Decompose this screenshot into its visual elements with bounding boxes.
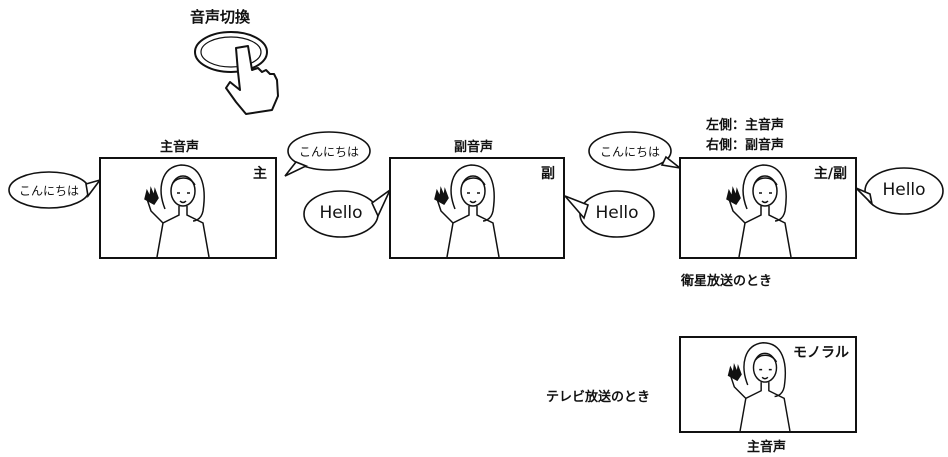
speech-bubble-hello-1 <box>303 187 393 238</box>
speech-bubble-right-1 <box>284 131 371 177</box>
bubble-hello-3: Hello <box>882 180 926 200</box>
tv-sub-audio: 副 <box>389 157 565 259</box>
speech-bubble-left-3 <box>588 131 681 171</box>
person-waving-icon <box>434 164 500 257</box>
speech-bubble-left-1 <box>8 171 103 209</box>
bubble-text-right-1: こんにちは <box>298 145 359 159</box>
person-waving-icon <box>144 164 210 257</box>
tv-mono-audio: モノラル <box>679 336 857 433</box>
tv-sub-tag: 副 <box>541 166 555 182</box>
tv-sub-title: 副音声 <box>454 140 494 155</box>
bubble-text-left-3: こんにちは <box>599 145 660 159</box>
tv-both-caption-right: 右側：副音声 <box>706 138 785 153</box>
tv-main-audio: 主 <box>99 157 277 259</box>
audio-switch-button-drawing <box>194 31 268 73</box>
caption-terrestrial: テレビ放送のとき <box>546 390 651 405</box>
audio-switch-label: 音声切換 <box>190 8 251 26</box>
speech-bubble-hello-3 <box>855 167 944 215</box>
pointing-hand-icon <box>225 45 279 115</box>
tv-both-tag: 主/副 <box>813 166 847 182</box>
speech-bubble-hello-2 <box>564 190 655 238</box>
bubble-text-left-1: こんにちは <box>18 184 79 198</box>
caption-satellite: 衛星放送のとき <box>681 274 773 289</box>
tv-main-title: 主音声 <box>160 140 200 155</box>
tv-mono-title: 主音声 <box>747 440 787 455</box>
bubble-hello-1: Hello <box>319 203 363 223</box>
person-waving-icon <box>727 342 791 431</box>
tv-both-caption-left: 左側：主音声 <box>706 118 785 133</box>
tv-mono-tag: モノラル <box>793 345 849 361</box>
bubble-hello-2: Hello <box>595 203 639 223</box>
tv-main-sub-audio: 主/副 <box>679 157 857 259</box>
person-waving-icon <box>726 164 792 257</box>
tv-main-tag: 主 <box>253 166 267 182</box>
